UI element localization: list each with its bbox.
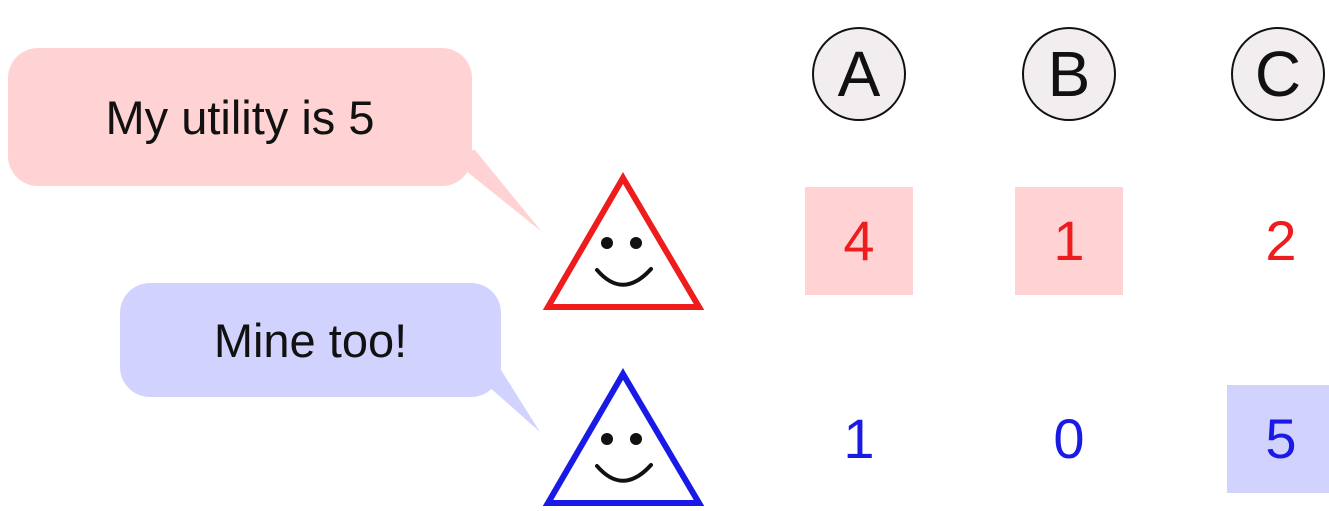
option-b-header: B: [1022, 27, 1116, 121]
blue-utility-a: 1: [805, 385, 913, 493]
red-utility-b: 1: [1015, 187, 1123, 295]
blue-agent-triangle-icon: [540, 366, 710, 511]
red-agent-triangle-icon: [540, 170, 710, 315]
red-agent-speech-text: My utility is 5: [106, 90, 375, 145]
blue-utility-c: 5: [1227, 385, 1329, 493]
blue-agent-smile: [597, 465, 651, 481]
red-agent-right-eye: [630, 237, 642, 249]
red-agent-speech-bubble: My utility is 5: [8, 48, 472, 186]
red-utility-c: 2: [1227, 187, 1329, 295]
red-utility-a: 4: [805, 187, 913, 295]
blue-agent-right-eye: [630, 433, 642, 445]
option-c-header: C: [1231, 27, 1325, 121]
blue-utility-b: 0: [1015, 385, 1123, 493]
option-a-header: A: [812, 27, 906, 121]
blue-agent-speech-text: Mine too!: [214, 313, 407, 368]
blue-agent-left-eye: [601, 433, 613, 445]
blue-agent-speech-bubble: Mine too!: [120, 283, 501, 397]
red-agent-left-eye: [601, 237, 613, 249]
red-agent-smile: [597, 269, 651, 285]
